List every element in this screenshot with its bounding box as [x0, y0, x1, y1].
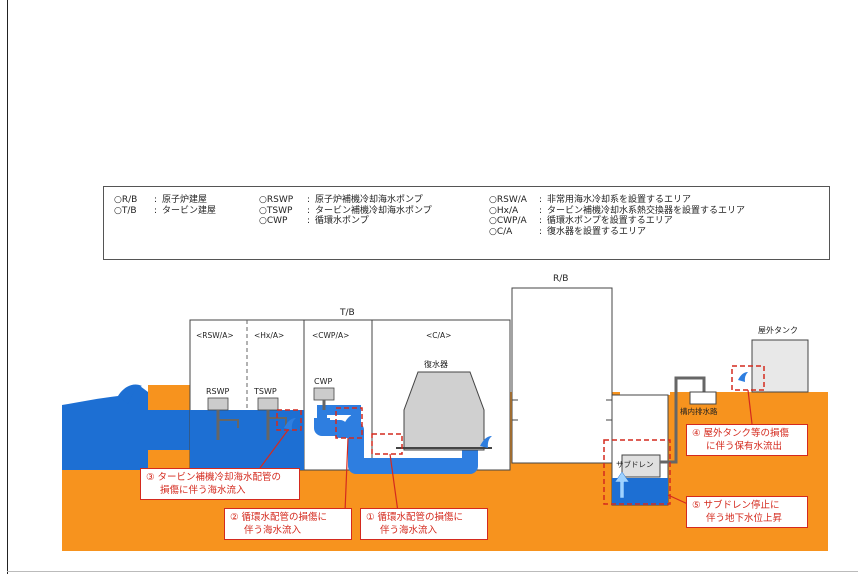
- legend-colon: :: [154, 205, 158, 216]
- callout-line: 伴う海水流入: [380, 525, 438, 536]
- legend-colon: :: [539, 195, 543, 205]
- leader-line-3: [259, 429, 289, 469]
- cwp-leak-splash: [344, 414, 356, 426]
- subdrain-up-arrow: [614, 471, 630, 499]
- subdrain-label: サブドレン: [616, 459, 654, 469]
- callout-4-outdoor-tank-damage: ④ 屋外タンク等の損傷 に伴う保有水流出: [686, 424, 808, 456]
- legend-item: ○R/B : 原子炉建屋: [114, 195, 254, 206]
- highlight-box-3: [276, 409, 302, 431]
- legend-colon: :: [539, 226, 543, 237]
- legend-code: ○R/B: [114, 195, 138, 205]
- legend-box: ○R/B : 原子炉建屋 ○T/B : タービン建屋 ○RSWP : 原子炉補機…: [103, 186, 830, 260]
- outdoor-tank: [751, 339, 809, 393]
- callout-line: 伴う地下水位上昇: [706, 513, 783, 524]
- legend-item: ○C/A : 復水器を設置するエリア: [489, 227, 819, 238]
- rb-label: R/B: [553, 274, 568, 284]
- legend-item: ○TSWP : タービン補機冷却海水ポンプ: [259, 206, 479, 217]
- tswp-label: TSWP: [253, 387, 277, 396]
- leader-line-4: [747, 389, 753, 425]
- legend-code: ○CWP: [259, 216, 288, 226]
- legend-item: ○RSW/A : 非常用海水冷却系を設置するエリア: [489, 195, 819, 206]
- drain-channel: [689, 391, 717, 405]
- drain-channel-label: 構内排水路: [680, 406, 718, 416]
- legend-code: ○RSW/A: [489, 195, 527, 205]
- callout-1-circulating-pipe-damage: ① 循環水配管の損傷に 伴う海水流入: [360, 508, 488, 540]
- rswp-pump: [207, 397, 239, 440]
- frame-left-border: [7, 0, 8, 574]
- highlight-box-5: [603, 439, 671, 505]
- callout-line: 損傷に伴う海水流入: [160, 485, 246, 496]
- legend-desc: 循環水ポンプを設置するエリア: [547, 216, 673, 226]
- rswp-label: RSWP: [206, 387, 230, 396]
- legend-column-pumps: ○RSWP : 原子炉補機冷却海水ポンプ ○TSWP : タービン補機冷却海水ポ…: [259, 195, 479, 227]
- legend-column-areas: ○RSW/A : 非常用海水冷却系を設置するエリア ○Hx/A : タービン補機…: [489, 195, 819, 237]
- legend-desc: タービン補機冷却海水ポンプ: [315, 205, 432, 216]
- callout-line: 伴う海水流入: [244, 525, 302, 536]
- legend-colon: :: [154, 195, 158, 205]
- tb-floor: [190, 440, 304, 470]
- callout-2-circulating-pipe-damage: ② 循環水配管の損傷に 伴う海水流入: [224, 508, 352, 540]
- condenser-leak-splash: [480, 436, 492, 448]
- outdoor-tank-label: 屋外タンク: [758, 325, 798, 335]
- callout-line: ④ 屋外タンク等の損傷: [692, 428, 790, 439]
- area-cwp-label: <CWP/A>: [312, 331, 349, 340]
- legend-colon: :: [539, 205, 543, 216]
- callout-line: ③ タービン補機冷却海水配管の: [146, 472, 282, 483]
- legend-item: ○T/B : タービン建屋: [114, 206, 254, 217]
- cwp-pump: [313, 387, 335, 410]
- legend-desc: タービン補機冷却水系熱交換器を設置するエリア: [547, 205, 746, 216]
- legend-colon: :: [307, 205, 311, 216]
- highlight-box-2: [335, 407, 363, 439]
- legend-code: ○T/B: [114, 205, 137, 216]
- legend-desc: 原子炉建屋: [162, 195, 208, 205]
- legend-desc: 循環水ポンプ: [315, 216, 369, 226]
- legend-item: ○CWP : 循環水ポンプ: [259, 216, 479, 227]
- callout-3-tswp-pipe-damage: ③ タービン補機冷却海水配管の 損傷に伴う海水流入: [140, 468, 300, 500]
- leader-line-1: [389, 453, 399, 513]
- legend-item: ○Hx/A : タービン補機冷却水系熱交換器を設置するエリア: [489, 206, 819, 217]
- area-rsw-label: <RSW/A>: [196, 331, 234, 340]
- area-c-label: <C/A>: [426, 331, 451, 340]
- legend-code: ○C/A: [489, 226, 513, 237]
- legend-code: ○Hx/A: [489, 205, 519, 216]
- sea-under-buildings: [62, 410, 190, 450]
- legend-desc: タービン建屋: [162, 205, 217, 216]
- legend-item: ○RSWP : 原子炉補機冷却海水ポンプ: [259, 195, 479, 206]
- leader-line-2: [344, 437, 349, 513]
- rb-wall-markers: [512, 399, 612, 421]
- legend-code: ○RSWP: [259, 195, 294, 205]
- legend-item: ○CWP/A : 循環水ポンプを設置するエリア: [489, 216, 819, 227]
- callout-line: ① 循環水配管の損傷に: [366, 512, 464, 523]
- callout-line: に伴う保有水流出: [706, 441, 783, 452]
- cwp-label: CWP: [314, 377, 332, 386]
- callout-line: ② 循環水配管の損傷に: [230, 512, 328, 523]
- cwp-discharge-pipe: [317, 405, 361, 428]
- tank-leak-splash: [738, 372, 748, 382]
- legend-column-buildings: ○R/B : 原子炉建屋 ○T/B : タービン建屋: [114, 195, 254, 216]
- subdrain-pump: [621, 454, 661, 478]
- legend-colon: :: [307, 216, 311, 226]
- condenser-label: 復水器: [424, 359, 448, 369]
- highlight-box-1: [371, 433, 403, 455]
- callout-5-subdrain-stop: ⑤ サブドレン停止に 伴う地下水位上昇: [686, 496, 808, 528]
- condenser: [403, 371, 485, 451]
- area-hx-label: <Hx/A>: [254, 331, 284, 340]
- reactor-building: [511, 287, 613, 464]
- callout-line: ⑤ サブドレン停止に: [692, 500, 780, 511]
- tswp-pump: [257, 397, 287, 440]
- legend-desc: 復水器を設置するエリア: [547, 226, 647, 237]
- tswp-leak-splash: [284, 418, 296, 430]
- legend-code: ○TSWP: [259, 205, 293, 216]
- legend-colon: :: [539, 216, 543, 226]
- legend-colon: :: [307, 195, 311, 205]
- legend-desc: 原子炉補機冷却海水ポンプ: [315, 195, 423, 205]
- legend-code: ○CWP/A: [489, 216, 527, 226]
- sea-wave: [118, 384, 142, 404]
- frame-bottom-border: [7, 571, 858, 572]
- circulating-water-pipe: [314, 418, 478, 474]
- legend-desc: 非常用海水冷却系を設置するエリア: [547, 195, 692, 205]
- tb-label: T/B: [339, 308, 355, 318]
